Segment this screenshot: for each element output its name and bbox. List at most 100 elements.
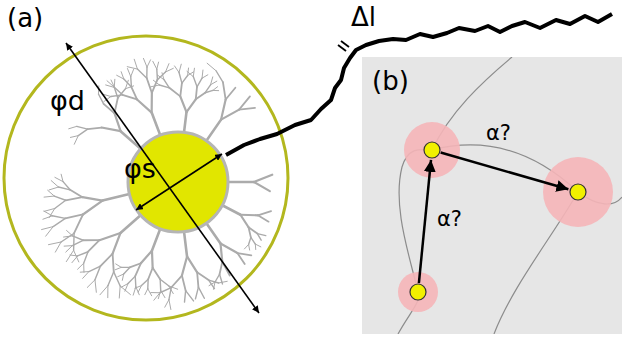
dendrite-branch bbox=[44, 196, 54, 197]
probability-label: α? bbox=[437, 208, 462, 231]
dendrite-branch bbox=[239, 96, 250, 109]
dendrite-branch bbox=[153, 80, 159, 85]
dendrite-branch bbox=[108, 272, 114, 286]
dendrite-branch bbox=[133, 287, 136, 295]
dendrite-branch bbox=[134, 59, 137, 69]
dendrite-branch bbox=[78, 129, 87, 135]
dendrite-branch bbox=[141, 251, 152, 264]
dendrite-branch bbox=[197, 272, 208, 280]
dendrite-branch bbox=[118, 274, 124, 277]
dimension-label: φs bbox=[124, 154, 156, 184]
dendrite-branch bbox=[116, 264, 122, 267]
dendrite-branch bbox=[69, 126, 77, 128]
probability-label: α? bbox=[486, 122, 511, 145]
dendrite-branch bbox=[52, 216, 65, 219]
dendrite-branch bbox=[182, 276, 186, 291]
dendrite-branch bbox=[197, 78, 202, 87]
dendrite-branch bbox=[175, 66, 180, 73]
dendrite-branch bbox=[61, 174, 63, 181]
dendrite-branch bbox=[141, 279, 148, 285]
dendrite-branch bbox=[131, 69, 134, 76]
spot-dot bbox=[410, 284, 426, 300]
dendrite-branch bbox=[221, 110, 239, 120]
dendrite-branch bbox=[82, 197, 102, 200]
dendrite-branch bbox=[111, 95, 123, 97]
dendrite-branch bbox=[257, 234, 261, 241]
dendrite-branch bbox=[195, 287, 198, 299]
dendrite-branch bbox=[258, 215, 269, 221]
dendrite-branch bbox=[216, 71, 223, 82]
dendrite-branch bbox=[136, 287, 139, 295]
dendrite-branch bbox=[182, 76, 188, 84]
dendrite-branch bbox=[169, 300, 171, 310]
dimension-label: Δl bbox=[351, 3, 376, 32]
dendrite-branch bbox=[255, 244, 256, 249]
dendrite-branch bbox=[145, 289, 148, 295]
dendrite-branch bbox=[187, 256, 197, 272]
dendrite-branch bbox=[151, 93, 153, 113]
dendrite-branch bbox=[258, 211, 271, 215]
dendrite-branch bbox=[42, 227, 54, 230]
uncertainty-halo bbox=[404, 122, 460, 178]
dendrite-branch bbox=[186, 291, 194, 301]
dendrite-branch bbox=[77, 126, 88, 129]
dendrite-branch bbox=[161, 290, 165, 297]
dendrite-branch bbox=[95, 280, 96, 292]
dendrite-branch bbox=[48, 242, 61, 245]
segment-tick bbox=[341, 41, 349, 47]
dendrite-branch bbox=[146, 67, 148, 78]
dendrite-diameter-arrow bbox=[66, 43, 259, 313]
dendrite-tree bbox=[42, 58, 273, 309]
dendrite-branch bbox=[249, 227, 251, 237]
dendrite-branch bbox=[206, 120, 221, 141]
dendrite-branch bbox=[239, 108, 255, 110]
dendrite-branch bbox=[160, 279, 169, 286]
dendrite-branch bbox=[78, 263, 84, 269]
dendrite-branch bbox=[228, 181, 254, 184]
uncertainty-halo bbox=[398, 272, 438, 312]
dendrite-branch bbox=[198, 287, 204, 298]
dendrite-branch bbox=[157, 62, 159, 69]
dendrite-branch bbox=[111, 80, 115, 88]
dendrite-branch bbox=[83, 263, 84, 272]
dendrite-branch bbox=[223, 82, 226, 99]
dendrite-branch bbox=[148, 268, 152, 280]
dendrite-branch bbox=[255, 244, 261, 247]
dendrite-branch bbox=[115, 267, 121, 269]
dendrite-branch bbox=[51, 181, 58, 187]
dendrite-branch bbox=[119, 286, 121, 298]
dendrite-branch bbox=[49, 187, 58, 190]
track-illustration bbox=[362, 57, 622, 334]
dendrite-branch bbox=[213, 87, 218, 91]
dendrite-branch bbox=[196, 93, 205, 100]
dendrite-branch bbox=[209, 280, 215, 289]
dendrite-branch bbox=[152, 113, 161, 136]
dendrite-branch bbox=[164, 80, 169, 88]
dendrite-branch bbox=[130, 77, 132, 87]
dendrite-branch bbox=[184, 232, 187, 257]
dendrite-branch bbox=[100, 286, 108, 295]
dendrite-branch bbox=[193, 68, 194, 76]
dendrite-branch bbox=[182, 256, 187, 275]
dendrite-branch bbox=[121, 284, 128, 288]
dendrite-branch bbox=[156, 69, 158, 80]
dendrite-branch bbox=[43, 216, 52, 219]
dendrite-branch bbox=[213, 90, 219, 91]
dendrite-branch bbox=[88, 240, 99, 252]
segment-tick bbox=[338, 45, 346, 51]
dendrite-branch bbox=[152, 229, 160, 251]
dendrite-branch bbox=[137, 69, 146, 78]
dendrite-branch bbox=[70, 136, 78, 138]
dendrite-branch bbox=[88, 128, 102, 130]
dendrite-branch bbox=[179, 64, 181, 72]
dendrite-branch bbox=[120, 215, 140, 233]
dendrite-branch bbox=[128, 276, 135, 283]
dendrite-branch bbox=[159, 279, 161, 290]
dendrite-branch bbox=[237, 253, 244, 264]
dendrite-branch bbox=[48, 190, 55, 196]
dendrite-branch bbox=[115, 88, 123, 95]
dendritic-field-circle bbox=[4, 36, 288, 320]
dendrite-branch bbox=[158, 290, 160, 298]
dendrite-branch bbox=[254, 175, 272, 182]
dendrite-branch bbox=[44, 208, 55, 211]
